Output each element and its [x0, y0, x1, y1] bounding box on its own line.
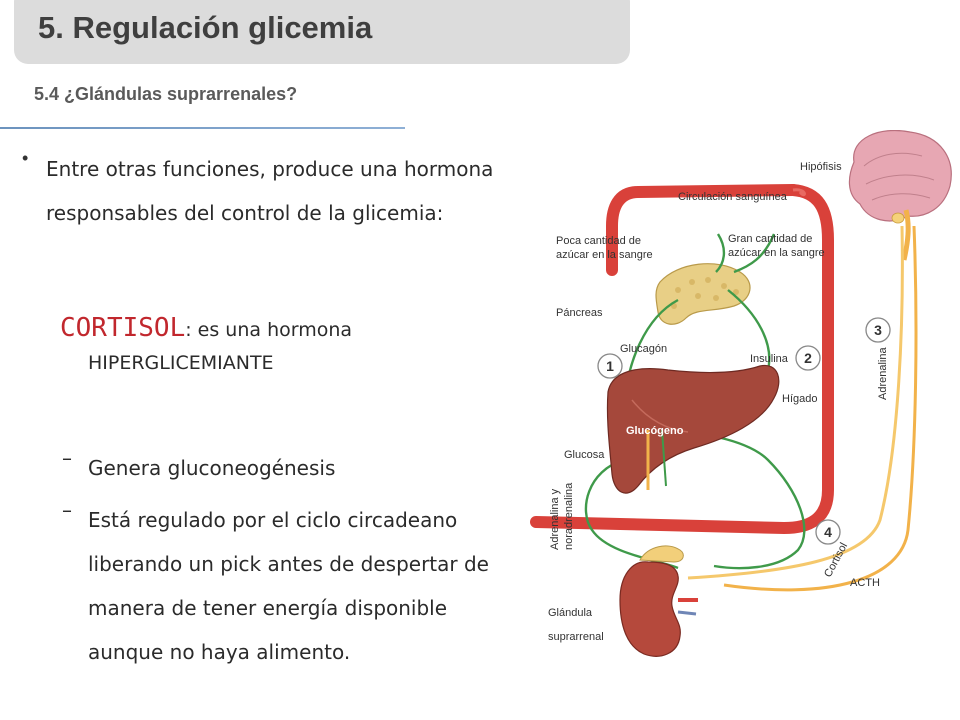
slide-subtitle: 5.4 ¿Glándulas suprarrenales? — [34, 84, 298, 104]
bullet-text: Entre otras funciones, produce una hormo… — [46, 157, 494, 225]
label-noradrenalina: noradrenalina — [563, 482, 575, 550]
kidney-illustration — [619, 545, 698, 657]
liver-illustration — [606, 364, 780, 494]
dash-marker-2: – — [62, 498, 72, 522]
label-glucogeno: Glucógeno — [626, 425, 684, 437]
cortisol-name: CORTISOL — [60, 313, 186, 343]
step-markers: 1 2 3 4 — [597, 317, 891, 545]
label-pancreas: Páncreas — [556, 307, 603, 319]
cortisol-description: : es una hormona — [185, 319, 353, 341]
hypophysis-gland — [891, 212, 905, 224]
label-circulacion: Circulación sanguínea — [678, 191, 788, 203]
glucose-regulation-diagram: 1 2 3 4 Hipófisis Circulación sanguínea … — [530, 130, 952, 657]
pancreas-illustration — [655, 263, 751, 325]
slide-title: 5. Regulación glicemia — [38, 10, 373, 45]
sub-item-2: Está regulado por el ciclo circadeano li… — [88, 508, 489, 664]
label-poca-2: azúcar en la sangre — [556, 249, 653, 261]
adrenal-gland — [639, 545, 684, 563]
cortisol-description-2: HIPERGLICEMIANTE — [88, 352, 274, 374]
step-2-label: 2 — [804, 350, 812, 366]
brain-illustration — [848, 130, 952, 261]
label-glucagon: Glucagón — [620, 343, 667, 355]
blood-vessel-top — [606, 184, 799, 276]
step-4-label: 4 — [824, 524, 832, 540]
cortisol-statement: CORTISOL: es una hormona — [60, 306, 500, 353]
label-glandula-1: Glándula — [548, 607, 593, 619]
label-glandula-2: suprarrenal — [548, 631, 604, 643]
title-bar — [14, 0, 630, 64]
step-1-label: 1 — [606, 358, 614, 374]
subtitle-underline — [0, 127, 405, 129]
label-insulina: Insulina — [750, 353, 789, 365]
adrenaline-pathway — [687, 225, 904, 580]
bullet-marker: • — [22, 148, 29, 168]
label-acth: ACTH — [850, 577, 880, 589]
step-3-label: 3 — [874, 322, 882, 338]
label-higado: Hígado — [782, 393, 817, 405]
label-hipofisis: Hipófisis — [800, 161, 842, 173]
label-adrenalina-y: Adrenalina y — [549, 488, 561, 550]
acth-pathway — [723, 225, 918, 592]
label-gran-2: azúcar en la sangre — [728, 247, 825, 259]
label-adrenalina: Adrenalina — [877, 347, 889, 400]
dash-marker-1: – — [62, 446, 72, 470]
label-poca-1: Poca cantidad de — [556, 235, 641, 247]
label-glucosa: Glucosa — [564, 449, 605, 461]
blood-vessel-right — [530, 184, 834, 535]
label-gran-1: Gran cantidad de — [728, 233, 812, 245]
sub-item-1: Genera gluconeogénesis — [88, 456, 336, 480]
